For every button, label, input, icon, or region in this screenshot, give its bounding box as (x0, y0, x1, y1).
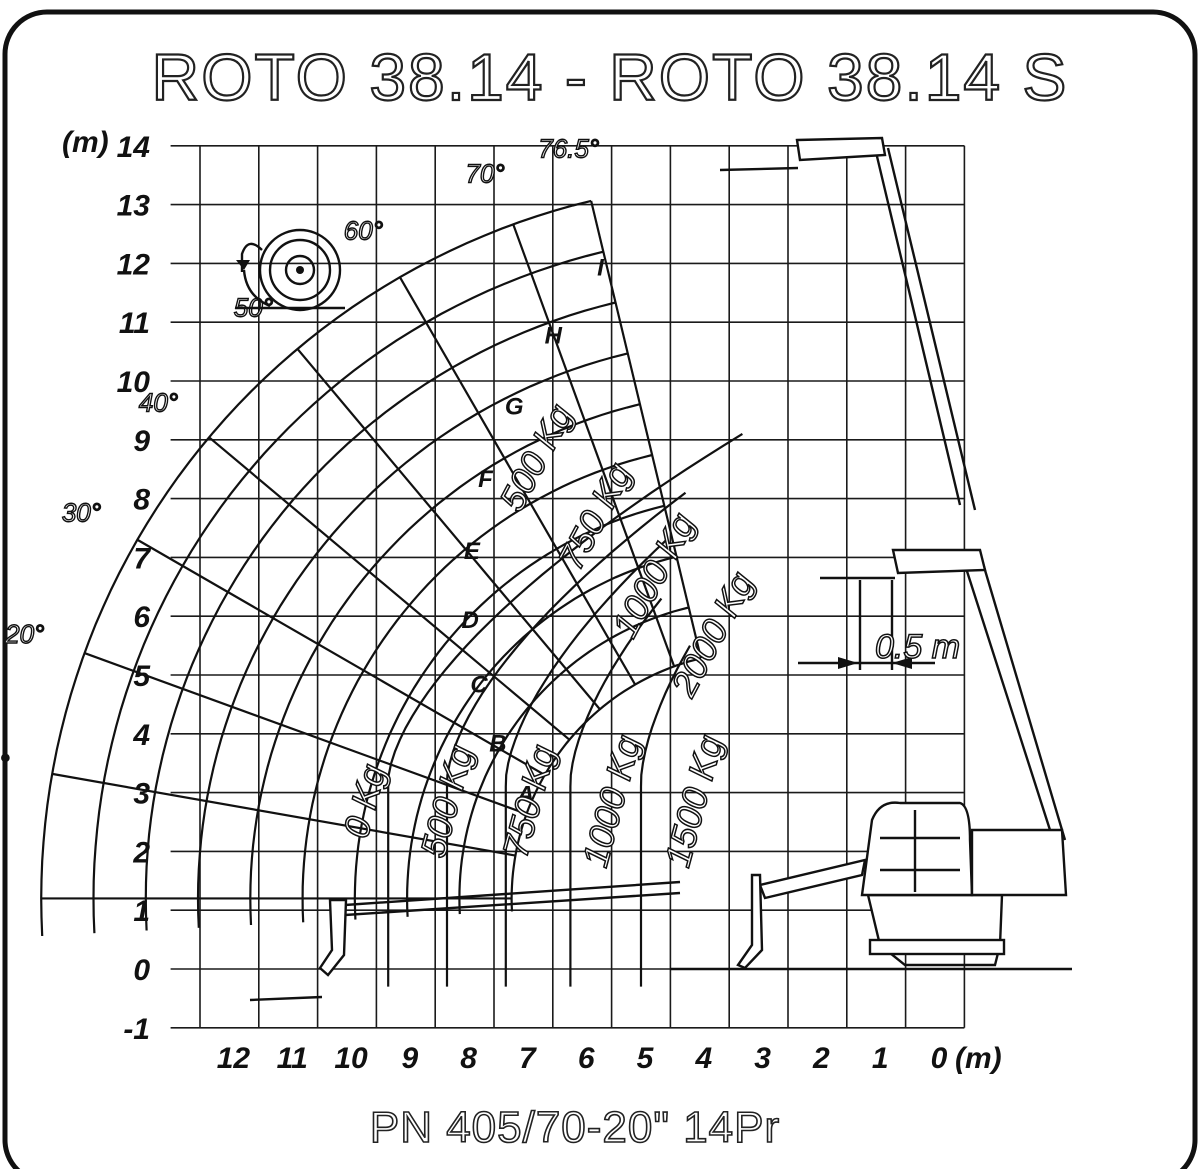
extension-arc (510, 657, 702, 912)
load-boundary (569, 597, 663, 987)
extension-arc (40, 199, 592, 937)
extension-labels: AB C D E F G H I (462, 254, 606, 808)
angle-label: 30° (62, 497, 101, 527)
x-tick-label: 6 (578, 1042, 595, 1075)
y-tick-label: 11 (119, 307, 150, 340)
y-tick-label: 4 (132, 719, 150, 752)
y-tick-label: -1 (123, 1013, 150, 1046)
extension-arc (353, 504, 665, 920)
x-tick-label: 3 (754, 1042, 771, 1075)
extension-letter: B (489, 730, 506, 757)
y-tick-label: 13 (117, 190, 151, 223)
angle-line (51, 772, 516, 857)
y-tick-label: 12 (117, 248, 151, 281)
angle-line (136, 538, 546, 776)
extension-letter: I (597, 254, 605, 281)
chart-frame (2, 9, 1198, 1169)
load-curves (40, 199, 743, 987)
angle-line (208, 436, 571, 741)
extension-letter: C (470, 672, 488, 699)
x-tick-label: 4 (694, 1042, 712, 1075)
x-tick-label: 11 (277, 1042, 308, 1075)
extension-letter: A (516, 782, 534, 809)
load-boundary (639, 645, 691, 987)
extension-arc (458, 606, 689, 915)
load-boundary (504, 539, 668, 987)
extension-letter: H (545, 322, 563, 349)
angle-label: 20° (4, 619, 44, 649)
x-tick-label: 5 (637, 1042, 655, 1075)
rotation-icon (235, 228, 345, 312)
x-axis-unit: (m) (955, 1042, 1002, 1075)
extension-arc (249, 403, 641, 926)
angle-line (296, 348, 601, 710)
extension-arc (301, 453, 653, 923)
y-tick-label: 10 (117, 366, 151, 399)
extension-arc (196, 352, 628, 928)
y-tick-label: 8 (133, 484, 150, 517)
extension-letter: F (478, 466, 494, 493)
extension-letter: G (505, 394, 524, 421)
angle-label: 76.5° (538, 133, 599, 163)
x-tick-label: 7 (519, 1042, 537, 1075)
angle-line (84, 652, 527, 816)
extension-letter: E (464, 538, 481, 565)
y-tick-label: 3 (133, 778, 150, 811)
extension-arc (144, 301, 616, 931)
telehandler-machine: 0.5 m (249, 136, 1072, 1002)
dimension-label: 0.5 m (875, 628, 960, 666)
x-tick-label: 0 (931, 1042, 948, 1075)
x-tick-label: 8 (460, 1042, 477, 1075)
x-tick-label: 9 (401, 1042, 418, 1075)
load-boundary (445, 491, 687, 987)
y-tick-label: 2 (132, 836, 150, 869)
chart-title: ROTO 38.14 - ROTO 38.14 S (152, 40, 1069, 114)
y-tick-label: 9 (133, 425, 150, 458)
y-tick-label: 1 (133, 895, 150, 928)
grid (170, 145, 966, 1029)
angle-label: 10° (0, 749, 10, 779)
load-boundary (387, 432, 743, 987)
y-tick-label: 0 (133, 954, 150, 987)
angle-label: 60° (344, 215, 383, 245)
extension-letter: D (462, 607, 479, 634)
y-tick-label: 5 (133, 660, 151, 693)
y-tick-label: 6 (133, 601, 150, 634)
extension-arc (92, 250, 604, 934)
x-tick-label: 2 (812, 1042, 830, 1075)
y-tick-label: 7 (133, 542, 151, 575)
y-tick-label: 14 (117, 131, 151, 164)
x-tick-label: 12 (217, 1042, 251, 1075)
angle-label: 70° (465, 159, 504, 189)
angle-line (398, 276, 637, 686)
tyre-spec: PN 405/70-20" 14Pr (370, 1103, 780, 1152)
x-tick-label: 10 (334, 1042, 368, 1075)
x-tick-label: 1 (872, 1042, 889, 1075)
y-axis-unit: (m) (62, 126, 109, 159)
angle-line (590, 200, 703, 659)
extension-arc (405, 555, 677, 917)
angle-line (512, 223, 676, 667)
angle-label: 40° (139, 387, 178, 417)
